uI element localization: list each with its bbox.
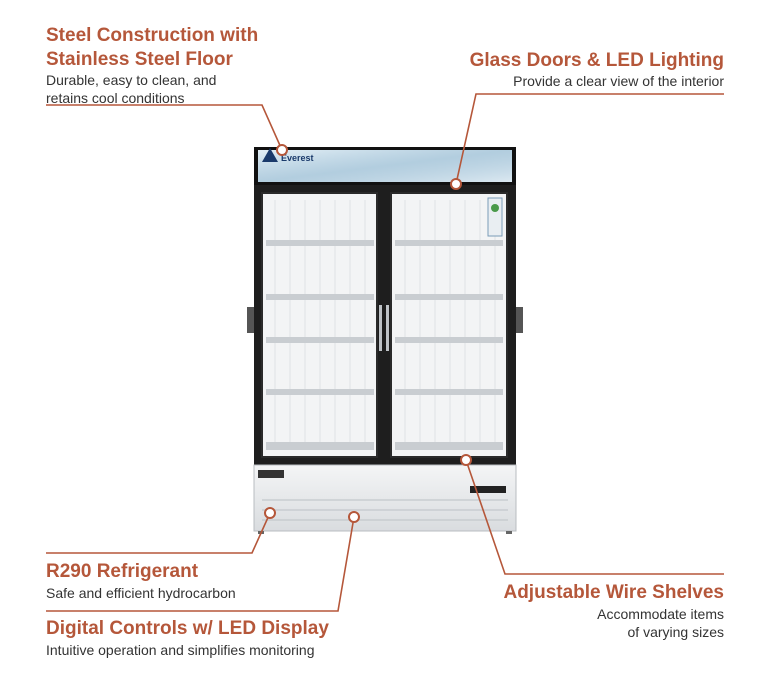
header-sign: Everest: [254, 147, 516, 185]
base-brand-badge: [258, 470, 284, 478]
glass-callout-line: [455, 93, 724, 185]
steel-title-line2: Stainless Steel Floor: [46, 49, 233, 70]
shelves-desc-line1: Accommodate items: [597, 606, 724, 622]
glass-title: Glass Doors & LED Lighting: [469, 50, 724, 71]
shelves-desc-line2: of varying sizes: [627, 624, 724, 640]
steel-callout-line: [46, 104, 283, 151]
glass-callout-dot: [450, 178, 462, 190]
refrigerant-callout-line: [46, 512, 271, 554]
right-handle[interactable]: [386, 305, 389, 351]
digital-callout-line: [46, 516, 355, 612]
shelves-callout-line: [465, 459, 724, 575]
digital-title: Digital Controls w/ LED Display: [46, 618, 329, 639]
steel-desc-line2: retains cool conditions: [46, 90, 185, 106]
base-grille: [253, 464, 517, 532]
steel-callout-dot: [276, 144, 288, 156]
glass-desc: Provide a clear view of the interior: [513, 73, 724, 89]
energy-label-icon: [487, 197, 503, 237]
refrigerant-desc: Safe and efficient hydrocarbon: [46, 585, 236, 601]
refrigerant-callout-dot: [264, 507, 276, 519]
logo-icon: [262, 148, 278, 162]
steel-title-line1: Steel Construction with: [46, 25, 259, 46]
shelves-callout-dot: [460, 454, 472, 466]
refrigerant-title: R290 Refrigerant: [46, 561, 199, 582]
brand-label: Everest: [281, 153, 314, 163]
right-door: [390, 192, 508, 458]
left-handle[interactable]: [379, 305, 382, 351]
left-hinge: [247, 307, 254, 333]
wire-shelves: [266, 240, 503, 450]
digital-desc: Intuitive operation and simplifies monit…: [46, 642, 315, 658]
steel-desc-line1: Durable, easy to clean, and: [46, 72, 217, 88]
shelves-title: Adjustable Wire Shelves: [503, 582, 724, 603]
digital-display: [470, 486, 506, 493]
right-hinge: [516, 307, 523, 333]
digital-callout-dot: [348, 511, 360, 523]
